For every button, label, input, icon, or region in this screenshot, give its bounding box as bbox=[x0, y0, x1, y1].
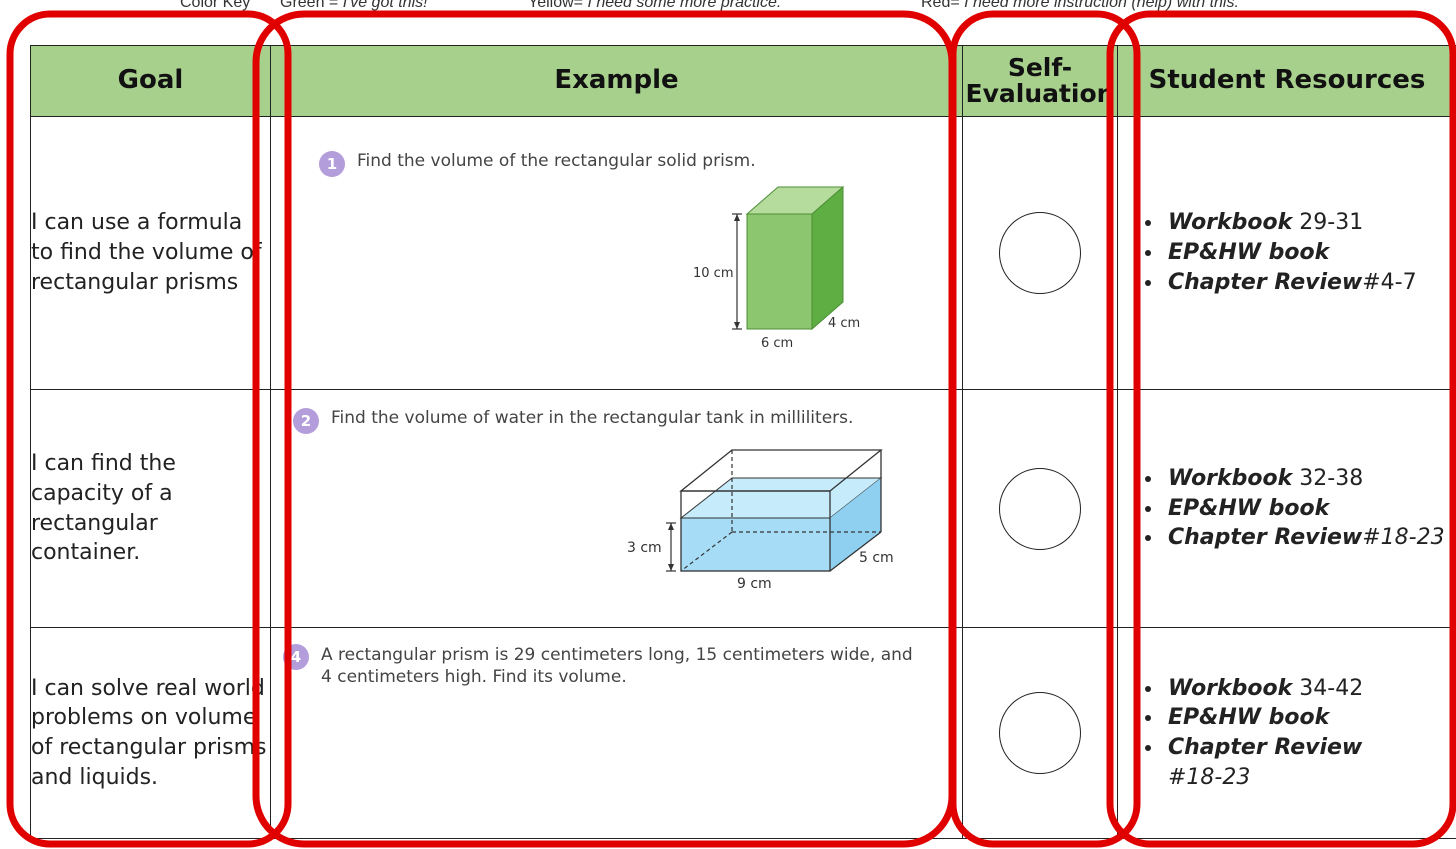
tank-width-label: 9 cm bbox=[737, 576, 772, 592]
color-key-label: Color Key bbox=[180, 0, 251, 11]
tank-diagram: 3 cm 5 cm 9 cm bbox=[627, 449, 894, 592]
header-goal: Goal bbox=[30, 45, 271, 117]
list-item: Workbook 34-42 bbox=[1164, 674, 1456, 704]
self-eval-circle[interactable] bbox=[999, 467, 1081, 550]
list-item: Chapter Review#18-23 bbox=[1164, 733, 1456, 792]
header-self-eval-line2: Evaluation bbox=[965, 79, 1115, 108]
example-cell: 4 A rectangular prism is 29 centimeters … bbox=[270, 627, 963, 839]
problem-text-line2: 4 centimeters high. Find its volume. bbox=[321, 667, 627, 688]
header-row: Goal Example Self- Evaluation Student Re… bbox=[30, 45, 1456, 117]
prism-diagram: 10 cm 4 cm 6 cm bbox=[693, 185, 860, 351]
problem-heading: 4 A rectangular prism is 29 centimeters … bbox=[283, 644, 913, 688]
table-row: I can use a formula to find the volume o… bbox=[30, 116, 1456, 390]
list-item: EP&HW book bbox=[1164, 703, 1456, 733]
list-item: Workbook 29-31 bbox=[1164, 208, 1456, 238]
tank-depth-label: 5 cm bbox=[859, 550, 894, 566]
goal-cell: I can find the capacity of a rectangular… bbox=[30, 389, 271, 628]
list-item: EP&HW book bbox=[1164, 494, 1456, 524]
goals-table: Goal Example Self- Evaluation Student Re… bbox=[30, 45, 1456, 839]
resources-list: Workbook 29-31 EP&HW book Chapter Review… bbox=[1118, 208, 1456, 297]
resources-cell: Workbook 32-38 EP&HW book Chapter Review… bbox=[1117, 389, 1456, 628]
example-cell: 1 Find the volume of the rectangular sol… bbox=[270, 116, 963, 390]
height-label: 10 cm bbox=[693, 266, 734, 281]
problem-text-line1: A rectangular prism is 29 centimeters lo… bbox=[321, 645, 913, 665]
header-student-resources: Student Resources bbox=[1117, 45, 1456, 117]
water-height-label: 3 cm bbox=[627, 540, 662, 556]
resources-cell: Workbook 34-42 EP&HW book Chapter Review… bbox=[1117, 627, 1456, 839]
resources-list: Workbook 34-42 EP&HW book Chapter Review… bbox=[1118, 674, 1456, 793]
example-cell: 2 Find the volume of water in the rectan… bbox=[270, 389, 963, 628]
header-self-evaluation: Self- Evaluation bbox=[962, 45, 1118, 117]
color-key-green: Green = I've got this! bbox=[280, 0, 428, 13]
header-self-eval-line1: Self- bbox=[1007, 52, 1073, 82]
color-key: Color Key Green = I've got this! Yellow=… bbox=[0, 0, 1456, 26]
problem-number-badge: 4 bbox=[283, 644, 309, 670]
table-row: I can solve real world problems on volum… bbox=[30, 627, 1456, 839]
list-item: Workbook 32-38 bbox=[1164, 464, 1456, 494]
self-eval-cell bbox=[962, 116, 1118, 390]
goal-cell: I can use a formula to find the volume o… bbox=[30, 116, 271, 390]
self-eval-circle[interactable] bbox=[999, 212, 1081, 294]
color-key-yellow: Yellow= I need some more practice. bbox=[528, 0, 782, 11]
self-eval-circle[interactable] bbox=[999, 692, 1081, 774]
list-item: EP&HW book bbox=[1164, 238, 1456, 268]
goal-cell: I can solve real world problems on volum… bbox=[30, 627, 271, 839]
resources-cell: Workbook 29-31 EP&HW book Chapter Review… bbox=[1117, 116, 1456, 390]
list-item: Chapter Review#4-7 bbox=[1164, 268, 1456, 298]
depth-label: 4 cm bbox=[828, 316, 860, 331]
self-eval-cell bbox=[962, 389, 1118, 628]
header-example: Example bbox=[270, 45, 963, 117]
width-label: 6 cm bbox=[761, 336, 793, 351]
resources-list: Workbook 32-38 EP&HW book Chapter Review… bbox=[1118, 464, 1456, 553]
list-item: Chapter Review#18-23 bbox=[1164, 523, 1456, 553]
table-row: I can find the capacity of a rectangular… bbox=[30, 389, 1456, 628]
color-key-red: Red= I need more instruction (help) with… bbox=[921, 0, 1239, 11]
self-eval-cell bbox=[962, 627, 1118, 839]
